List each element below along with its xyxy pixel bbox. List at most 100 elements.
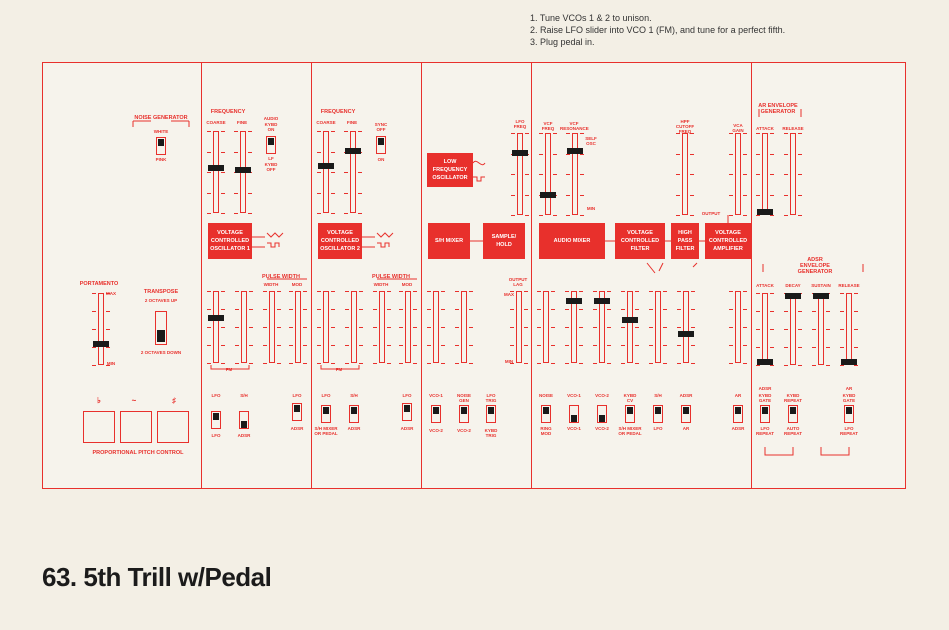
sh-vco1-slider[interactable] xyxy=(427,291,445,364)
mixer-noise-slider[interactable] xyxy=(537,291,555,364)
envelope-brackets xyxy=(758,109,864,272)
mixer-vco2-slider[interactable] xyxy=(593,291,611,364)
slider-tick xyxy=(551,345,555,346)
vco2-fm-lfo-slider[interactable] xyxy=(317,291,335,364)
slider-knob[interactable] xyxy=(235,167,251,174)
slider-tick xyxy=(579,345,583,346)
vco2-fine-slider[interactable] xyxy=(344,131,362,214)
vco2-pw-mod-slider[interactable] xyxy=(399,291,417,364)
slider-knob[interactable] xyxy=(93,340,109,347)
vco1-pw-width-slider[interactable] xyxy=(263,291,281,364)
adsr-release-slider[interactable] xyxy=(840,293,858,366)
slider-knob[interactable] xyxy=(345,147,361,154)
ar-release-slider[interactable] xyxy=(784,133,802,216)
pitch-pad-sharp[interactable] xyxy=(157,411,189,443)
vco2-pw-width-slider[interactable] xyxy=(373,291,391,364)
vco1-pw-switch[interactable] xyxy=(292,403,302,421)
vco1-range-switch[interactable] xyxy=(266,136,276,154)
slider-tick xyxy=(854,311,858,312)
slider-tick xyxy=(565,327,569,328)
output-lag-slider[interactable] xyxy=(510,291,528,364)
adsr-sustain-slider[interactable] xyxy=(812,293,830,366)
vco1-fm-switch-2[interactable] xyxy=(239,411,249,429)
slider-tick xyxy=(580,133,584,134)
slider-knob[interactable] xyxy=(594,297,610,304)
slider-track xyxy=(735,291,741,363)
vcf-kybd-slider[interactable] xyxy=(621,291,639,364)
vcf-freq-slider[interactable] xyxy=(539,133,557,216)
vca-ar-slider[interactable] xyxy=(729,291,747,364)
vcf-mod-switch[interactable] xyxy=(653,405,663,423)
slider-knob[interactable] xyxy=(757,359,773,365)
vcf-env-switch[interactable] xyxy=(681,405,691,423)
transpose-switch[interactable] xyxy=(155,311,167,345)
sh-vco-switch[interactable] xyxy=(431,405,441,423)
slider-knob[interactable] xyxy=(208,315,224,322)
hpf-cutoff-slider[interactable] xyxy=(676,133,694,216)
mixer-noise-switch[interactable] xyxy=(541,405,551,423)
vco2-fm-sh-slider[interactable] xyxy=(345,291,363,364)
ar-attack-slider[interactable] xyxy=(756,133,774,216)
pitch-pad-center[interactable] xyxy=(120,411,152,443)
slider-knob[interactable] xyxy=(785,293,801,299)
adsr-attack-slider[interactable] xyxy=(756,293,774,366)
slider-knob[interactable] xyxy=(208,165,224,172)
slider-tick xyxy=(358,213,362,214)
vcf-kybd-switch[interactable] xyxy=(625,405,635,423)
slider-tick xyxy=(303,291,307,292)
vco1-fine-slider[interactable] xyxy=(234,131,252,214)
slider-tick xyxy=(277,345,281,346)
pitch-pad-flat[interactable] xyxy=(83,411,115,443)
sh-trig-switch[interactable] xyxy=(486,405,496,423)
vcf-resonance-slider[interactable] xyxy=(566,133,584,216)
adsr-decay-slider[interactable] xyxy=(784,293,802,366)
vco1-fm-sh-slider[interactable] xyxy=(235,291,253,364)
slider-tick xyxy=(756,365,760,366)
slider-knob[interactable] xyxy=(318,162,334,169)
vcf-lfo-slider[interactable] xyxy=(649,291,667,364)
slider-tick xyxy=(840,347,844,348)
slider-track xyxy=(735,133,741,215)
vco1-fm-switch[interactable] xyxy=(211,411,221,429)
slider-knob[interactable] xyxy=(512,150,528,157)
slider-tick xyxy=(441,291,445,292)
adsr-repeat-switch[interactable] xyxy=(788,405,798,423)
vco1-mod-label: MOD xyxy=(291,282,303,287)
vco2-coarse-slider[interactable] xyxy=(317,131,335,214)
slider-tick xyxy=(511,194,515,196)
ar-gate-switch[interactable] xyxy=(844,405,854,423)
vco1-pw-mod-slider[interactable] xyxy=(289,291,307,364)
slider-knob[interactable] xyxy=(678,330,694,337)
slider-tick xyxy=(358,131,362,132)
slider-knob[interactable] xyxy=(841,359,857,365)
sh-noise-slider[interactable] xyxy=(455,291,473,364)
slider-knob[interactable] xyxy=(567,148,583,155)
slider-knob[interactable] xyxy=(813,293,829,299)
slider-knob[interactable] xyxy=(566,297,582,304)
vco2-fm-switch[interactable] xyxy=(321,405,331,423)
slider-tick xyxy=(510,345,514,346)
slider-tick xyxy=(579,327,583,328)
slider-knob[interactable] xyxy=(540,192,556,199)
slider-track xyxy=(433,291,439,363)
vca-gain-slider[interactable] xyxy=(729,133,747,216)
vco2-fm-switch-2[interactable] xyxy=(349,405,359,423)
vco1-coarse-slider[interactable] xyxy=(207,131,225,214)
noise-bracket xyxy=(132,120,190,127)
sh-vco2-label: VCO-2 xyxy=(429,428,443,433)
noise-switch[interactable] xyxy=(156,137,166,155)
vco2-sync-switch[interactable] xyxy=(376,136,386,154)
portamento-slider[interactable] xyxy=(92,293,110,366)
slider-knob[interactable] xyxy=(622,317,638,324)
vca-env-switch[interactable] xyxy=(733,405,743,423)
slider-knob[interactable] xyxy=(757,209,773,215)
lfo-freq-slider[interactable] xyxy=(511,133,529,216)
sh-noise-switch[interactable] xyxy=(459,405,469,423)
vcf-adsr-slider[interactable] xyxy=(677,291,695,364)
mixer-vco2-switch[interactable] xyxy=(597,405,607,423)
vco2-pw-switch[interactable] xyxy=(402,403,412,421)
mixer-vco1-switch[interactable] xyxy=(569,405,579,423)
mixer-vco1-slider[interactable] xyxy=(565,291,583,364)
adsr-gate-switch[interactable] xyxy=(760,405,770,423)
vco1-fm-lfo-slider[interactable] xyxy=(207,291,225,364)
